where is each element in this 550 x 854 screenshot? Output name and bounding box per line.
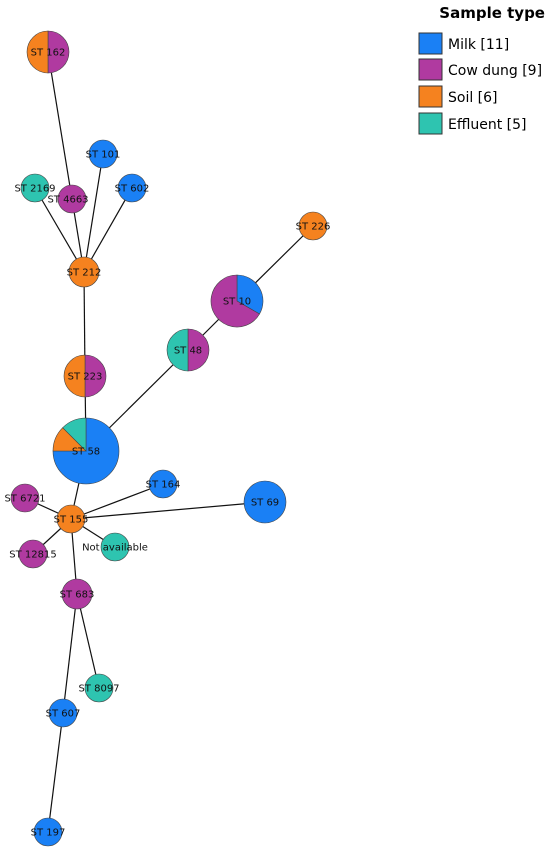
node-label: ST 155 bbox=[54, 515, 89, 526]
node-slice-effluent bbox=[100, 532, 130, 562]
legend-swatch-effluent bbox=[418, 112, 443, 135]
node-st164: ST 164 bbox=[146, 469, 181, 499]
node-na: Not available bbox=[82, 532, 148, 562]
node-st101: ST 101 bbox=[86, 139, 121, 169]
node-slice-soil bbox=[56, 504, 86, 534]
node-label: Not available bbox=[82, 543, 148, 554]
node-slice-cow-dung bbox=[57, 184, 87, 214]
legend-label-effluent: Effluent [5] bbox=[448, 117, 527, 133]
node-slice-cow-dung bbox=[47, 30, 70, 74]
legend-item-milk: Milk [11] bbox=[418, 32, 509, 55]
node-label: ST 2169 bbox=[14, 184, 55, 195]
node-st212: ST 212 bbox=[67, 256, 102, 288]
node-slice-milk bbox=[148, 469, 178, 499]
legend-item-soil: Soil [6] bbox=[418, 85, 498, 108]
edge-st602-st212 bbox=[83, 187, 133, 273]
node-slice-milk bbox=[117, 173, 147, 203]
node-st8097: ST 8097 bbox=[78, 673, 120, 703]
node-slice-milk bbox=[88, 139, 118, 169]
node-st602: ST 602 bbox=[115, 173, 150, 203]
node-slice-milk bbox=[48, 698, 78, 728]
node-slice-cow-dung bbox=[187, 328, 210, 372]
node-label: ST 223 bbox=[68, 372, 103, 383]
node-st223: ST 223 bbox=[63, 354, 107, 398]
legend-item-cow-dung: Cow dung [9] bbox=[418, 58, 542, 81]
legend-swatch-cow-dung bbox=[418, 58, 443, 81]
node-label: ST 212 bbox=[67, 268, 102, 279]
node-st683: ST 683 bbox=[60, 578, 95, 610]
node-slice-cow-dung bbox=[210, 274, 260, 328]
node-label: ST 69 bbox=[251, 498, 279, 509]
node-st2169: ST 2169 bbox=[14, 173, 56, 203]
node-slice-effluent bbox=[62, 417, 87, 452]
node-st69: ST 69 bbox=[243, 480, 287, 524]
node-label: ST 197 bbox=[31, 828, 66, 839]
edge-st155-st164 bbox=[70, 483, 164, 520]
edge-st683-st8097 bbox=[76, 593, 100, 689]
node-label: ST 162 bbox=[31, 48, 66, 59]
edge-st683-st607 bbox=[62, 593, 78, 714]
edge-st162-st4663 bbox=[47, 51, 73, 200]
node-label: ST 8097 bbox=[78, 684, 119, 695]
edge-st155-st69 bbox=[70, 501, 266, 520]
node-st6721: ST 6721 bbox=[4, 483, 46, 513]
node-st197: ST 197 bbox=[31, 817, 66, 847]
legend-label-soil: Soil [6] bbox=[448, 90, 498, 106]
node-slice-effluent bbox=[20, 173, 50, 203]
node-label: ST 58 bbox=[72, 447, 100, 458]
legend-item-effluent: Effluent [5] bbox=[418, 112, 527, 135]
node-st10: ST 10 bbox=[210, 274, 264, 328]
edge-st607-st197 bbox=[47, 712, 64, 833]
node-label: ST 101 bbox=[86, 150, 121, 161]
node-slice-milk bbox=[243, 480, 287, 524]
node-slice-milk bbox=[33, 817, 63, 847]
node-label: ST 602 bbox=[115, 184, 150, 195]
legend-swatch-milk bbox=[418, 32, 443, 55]
legend: Sample type Milk [11] Cow dung [9] Soil … bbox=[418, 4, 545, 135]
legend-title: Sample type bbox=[439, 4, 545, 22]
legend-label-cow-dung: Cow dung [9] bbox=[448, 63, 542, 79]
node-st155: ST 155 bbox=[54, 504, 89, 534]
node-st12815: ST 12815 bbox=[9, 539, 57, 569]
node-st4663: ST 4663 bbox=[47, 184, 89, 214]
node-st58: ST 58 bbox=[52, 417, 120, 485]
node-label: ST 4663 bbox=[47, 195, 88, 206]
legend-label-milk: Milk [11] bbox=[448, 37, 509, 53]
node-slice-milk bbox=[236, 274, 264, 315]
node-slice-soil bbox=[298, 211, 328, 241]
node-slice-cow-dung bbox=[61, 578, 93, 610]
node-st48: ST 48 bbox=[166, 328, 210, 372]
node-slice-soil bbox=[63, 354, 86, 398]
node-slice-cow-dung bbox=[18, 539, 48, 569]
node-label: ST 607 bbox=[46, 709, 81, 720]
node-slice-effluent bbox=[84, 673, 114, 703]
node-st162: ST 162 bbox=[26, 30, 70, 74]
node-label: ST 48 bbox=[174, 346, 202, 357]
node-slice-cow-dung bbox=[84, 354, 107, 398]
node-label: ST 164 bbox=[146, 480, 181, 491]
node-st226: ST 226 bbox=[296, 211, 331, 241]
node-label: ST 12815 bbox=[9, 550, 56, 561]
edge-st2169-st212 bbox=[34, 187, 85, 273]
node-label: ST 10 bbox=[223, 297, 251, 308]
node-slice-soil bbox=[26, 30, 49, 74]
legend-swatch-soil bbox=[418, 85, 443, 108]
node-label: ST 6721 bbox=[4, 494, 45, 505]
node-label: ST 226 bbox=[296, 222, 331, 233]
edge-st101-st212 bbox=[83, 153, 104, 273]
node-slice-soil bbox=[68, 256, 100, 288]
node-slice-effluent bbox=[166, 328, 189, 372]
node-st607: ST 607 bbox=[46, 698, 81, 728]
node-slice-cow-dung bbox=[10, 483, 40, 513]
node-label: ST 683 bbox=[60, 590, 95, 601]
